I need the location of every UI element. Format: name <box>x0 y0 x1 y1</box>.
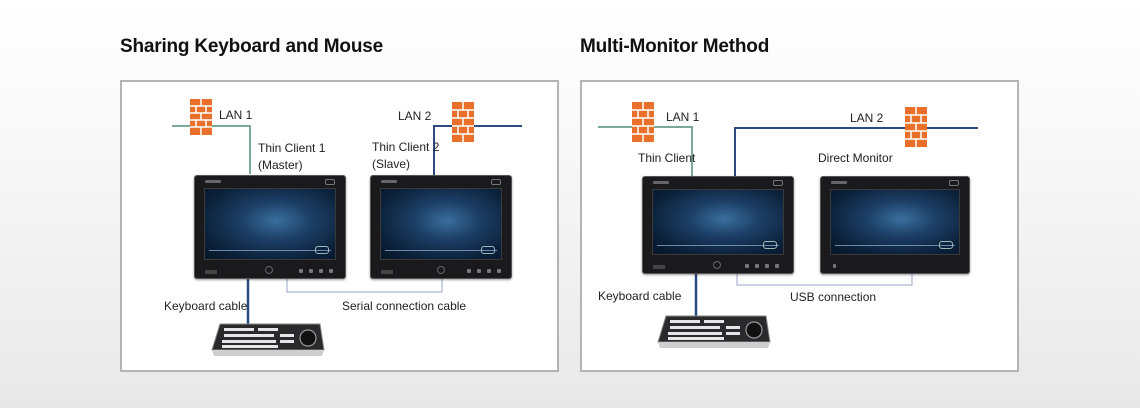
keyboard-icon <box>657 315 771 348</box>
left-diagram-frame: LAN 1 LAN 2 Thin Client 1 (Master) Thin … <box>120 80 559 372</box>
serial-cable-line <box>286 278 443 293</box>
thin-client-2-role: (Slave) <box>372 157 411 171</box>
monitor-icon <box>642 176 794 274</box>
right-panel-title: Multi-Monitor Method <box>580 36 770 57</box>
serial-cable-label: Serial connection cable <box>342 299 467 313</box>
lan1-label: LAN 1 <box>666 110 700 124</box>
lan1-line <box>598 126 693 177</box>
firewall-icon <box>452 102 474 142</box>
keyboard-cable-label: Keyboard cable <box>164 299 248 313</box>
thin-client-1-label: Thin Client 1 <box>258 141 326 155</box>
monitor-icon <box>820 176 970 274</box>
monitor-icon <box>370 175 512 279</box>
right-diagram-frame: LAN 1 LAN 2 Thin Client Direct Monitor K… <box>580 80 1019 372</box>
usb-connection-label: USB connection <box>790 290 877 304</box>
firewall-icon <box>905 107 927 147</box>
monitor-icon <box>194 175 346 279</box>
right-connection-lines <box>598 126 978 320</box>
keyboard-icon <box>211 323 325 356</box>
keyboard-cable-label: Keyboard cable <box>598 289 682 303</box>
lan2-label: LAN 2 <box>850 111 884 125</box>
lan2-line <box>433 125 522 175</box>
thin-client-1-role: (Master) <box>258 158 303 172</box>
lan2-line <box>734 127 978 177</box>
lan1-label: LAN 1 <box>219 108 253 122</box>
direct-monitor-label: Direct Monitor <box>818 151 893 165</box>
left-panel-title: Sharing Keyboard and Mouse <box>120 36 383 57</box>
thin-client-label: Thin Client <box>638 151 696 165</box>
thin-client-2-label: Thin Client 2 <box>372 140 440 154</box>
firewall-icon <box>632 102 654 142</box>
lan2-label: LAN 2 <box>398 109 432 123</box>
firewall-icon <box>190 99 212 135</box>
usb-connection-line <box>736 272 913 286</box>
